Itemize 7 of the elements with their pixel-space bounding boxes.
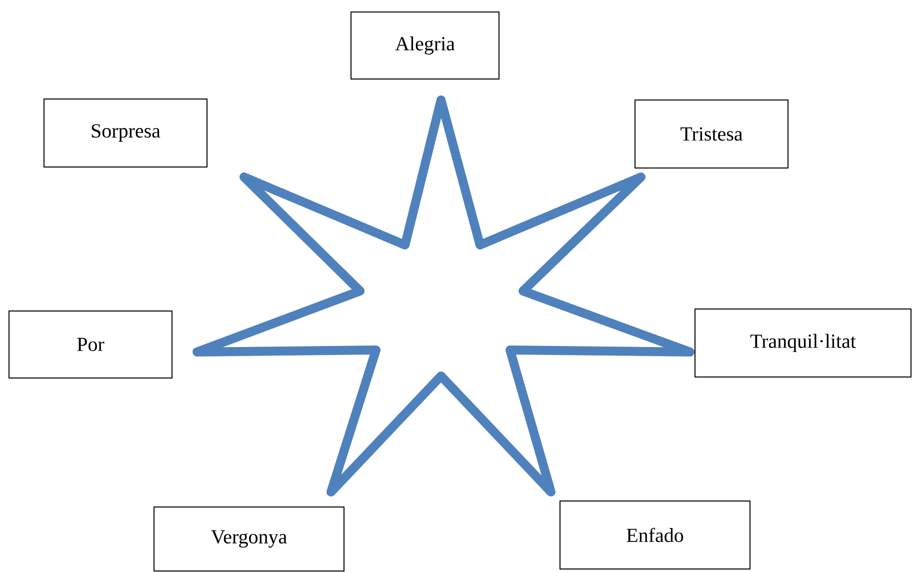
emotion-box: Tranquil·litat bbox=[694, 308, 912, 378]
emotion-box: Sorpresa bbox=[44, 98, 208, 168]
emotion-box: Tristesa bbox=[634, 100, 788, 168]
emotion-box: Alegria bbox=[350, 12, 500, 80]
emotion-box: Vergonya bbox=[154, 506, 344, 572]
emotion-box: Por bbox=[8, 310, 172, 378]
emotion-box: Enfado bbox=[560, 500, 750, 570]
